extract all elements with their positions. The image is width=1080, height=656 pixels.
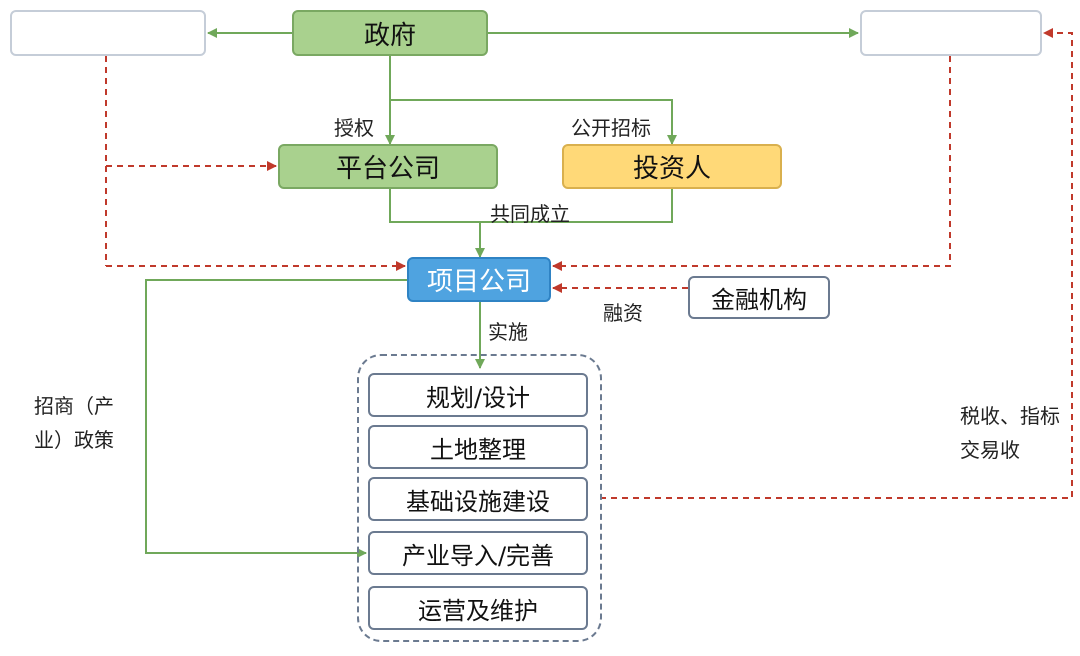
step-planning-design: 规划/设计 [368, 373, 588, 417]
right-top-node [860, 10, 1042, 56]
financial-institution-node: 金融机构 [688, 276, 830, 319]
implementation-steps-group [357, 354, 602, 642]
edge-government-to-investor [390, 99, 677, 145]
label-investment-policy: 招商（产业）政策 [34, 394, 114, 452]
project-company-node-label: 项目公司 [426, 267, 531, 297]
step-industry-introduction: 产业导入/完善 [368, 531, 588, 575]
step-infrastructure: 基础设施建设 [368, 477, 588, 521]
government-node: 政府 [292, 10, 488, 56]
step-planning-design-label: 规划/设计 [425, 383, 531, 412]
label-tax-revenue: 税收、指标交易收 [960, 404, 1060, 462]
investor-node-label: 投资人 [632, 154, 711, 184]
government-node-label: 政府 [363, 20, 416, 51]
label-implement: 实施 [488, 320, 528, 344]
step-infrastructure-label: 基础设施建设 [406, 487, 550, 516]
step-land-consolidation-label: 土地整理 [430, 435, 526, 464]
left-top-node [10, 10, 206, 56]
platform-company-node-label: 平台公司 [335, 154, 440, 184]
label-open-tender: 公开招标 [571, 116, 651, 140]
platform-company-node: 平台公司 [278, 144, 498, 189]
project-company-node: 项目公司 [407, 257, 551, 302]
step-land-consolidation: 土地整理 [368, 425, 588, 469]
financial-institution-node-label: 金融机构 [711, 286, 807, 314]
label-co-establish: 共同成立 [490, 202, 570, 226]
step-operation-maintenance-label: 运营及维护 [418, 596, 538, 625]
label-financing: 融资 [603, 301, 643, 325]
investor-node: 投资人 [562, 144, 782, 189]
step-industry-introduction-label: 产业导入/完善 [401, 541, 555, 570]
edge-platform-investor-to-project [389, 189, 673, 223]
edge-project-to-industry [145, 279, 408, 558]
edge-infrastructure-to-right-top [600, 28, 1073, 499]
label-authorize: 授权 [334, 116, 374, 140]
edge-right-top-to-project [552, 56, 951, 271]
step-operation-maintenance: 运营及维护 [368, 586, 588, 630]
